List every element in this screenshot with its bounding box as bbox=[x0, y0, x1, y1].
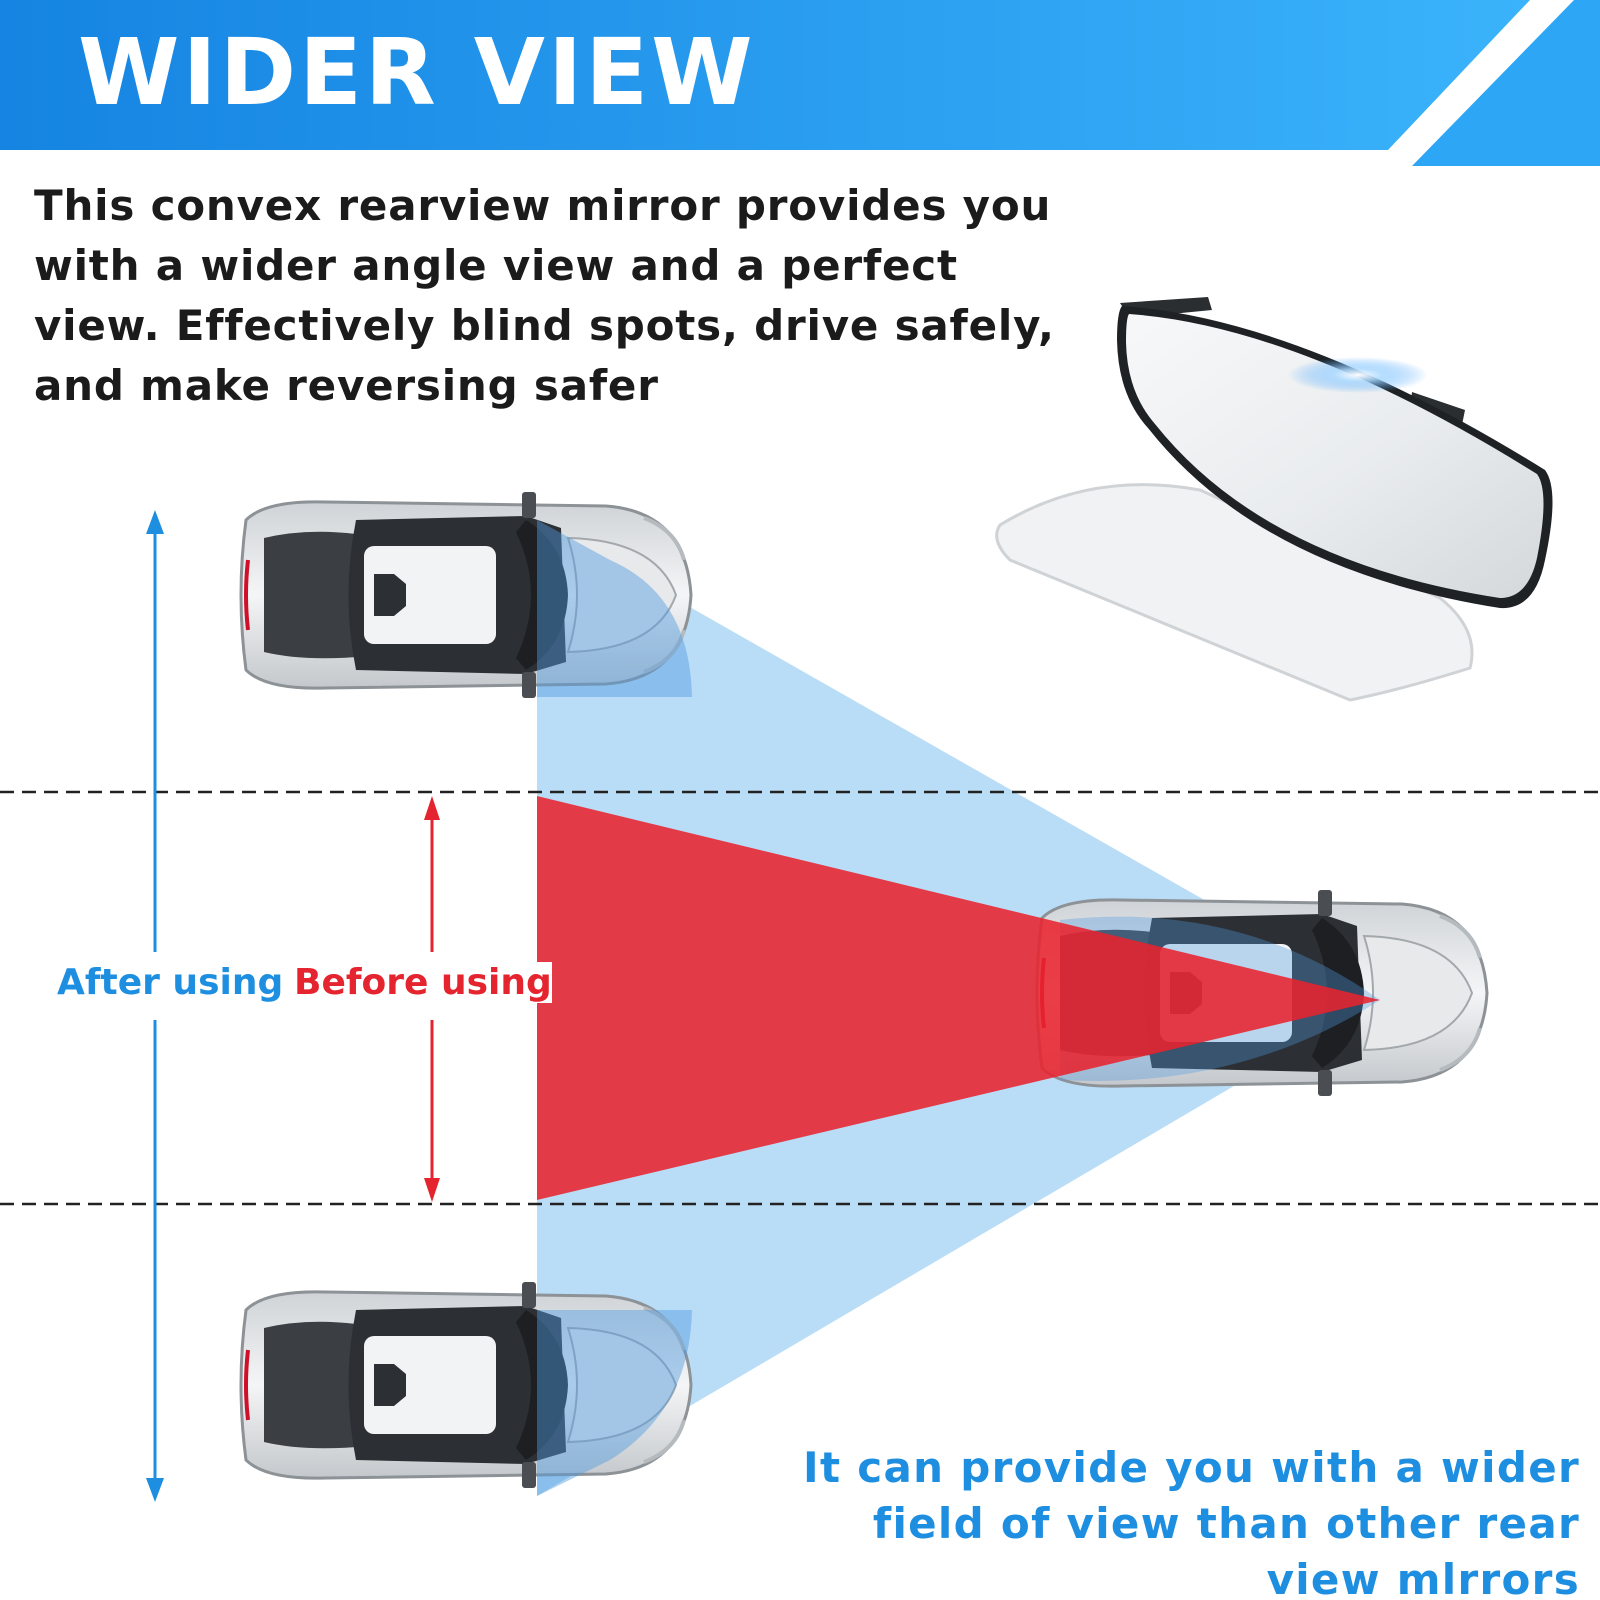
page-title: WIDER VIEW bbox=[78, 19, 756, 126]
after-range-arrow bbox=[146, 510, 164, 1502]
banner-stripe bbox=[1412, 0, 1600, 166]
rearview-mirror-image bbox=[995, 297, 1553, 702]
title-banner bbox=[0, 0, 1530, 150]
before-using-label: Before using bbox=[294, 962, 552, 1003]
after-using-label: After using bbox=[57, 962, 284, 1003]
footer-text: It can provide you with a wider field of… bbox=[803, 1443, 1580, 1600]
bottom-car-visible-tint bbox=[537, 1310, 692, 1496]
before-view-area bbox=[537, 796, 1380, 1200]
before-range-arrow bbox=[424, 796, 440, 1202]
top-car-visible-tint bbox=[537, 520, 692, 697]
intro-text: This convex rearview mirror provides you… bbox=[34, 181, 1055, 410]
